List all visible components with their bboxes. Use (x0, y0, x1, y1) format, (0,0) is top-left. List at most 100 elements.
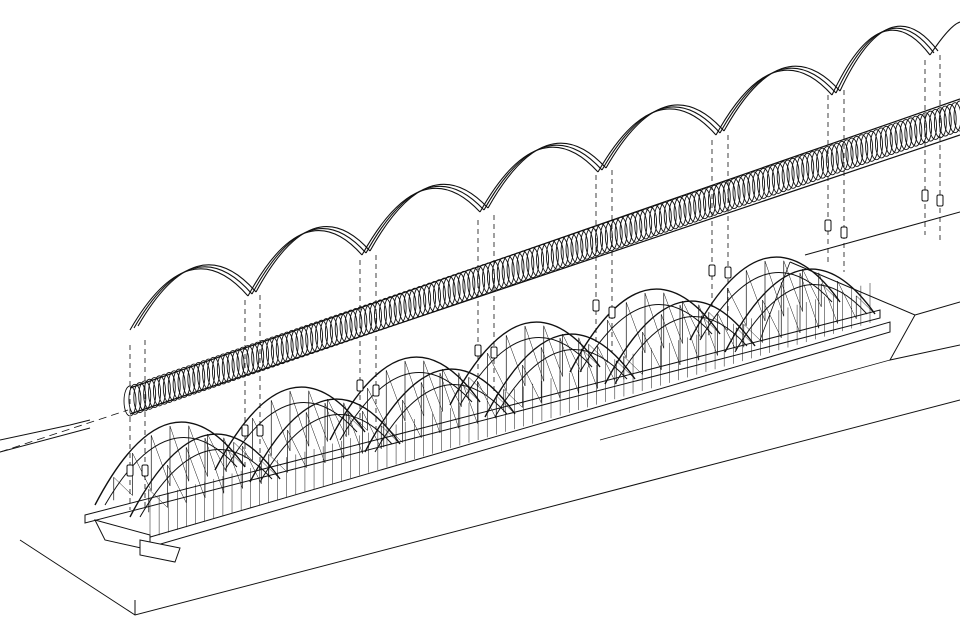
ground-edge-front (19, 399, 960, 616)
pipe-coil-ring (840, 139, 854, 171)
truss-diagonal (802, 268, 822, 307)
pipe-coil-ring (938, 105, 952, 137)
pipe-coil-ring (300, 324, 314, 356)
pipe-coil-ring (501, 255, 515, 287)
pipe-coil-ring (516, 250, 530, 282)
pipe-coil-ring (786, 157, 800, 189)
truss-diagonal (708, 312, 728, 331)
pipe-coil-ring (236, 346, 250, 378)
pipe-coil-ring (447, 274, 461, 306)
pipe-coil-ring (216, 353, 230, 385)
pipe-coil-ring (943, 103, 957, 135)
pipe-coil-ring (604, 220, 618, 252)
pipe-coil-ring (683, 193, 697, 225)
canopy-arch (133, 266, 253, 329)
pipe-coil-ring (143, 378, 157, 410)
pipe-coil-ring (531, 245, 545, 277)
truss-diagonal (783, 260, 803, 312)
pipe-coil-ring (319, 318, 333, 349)
pipe-coil-ring (580, 228, 594, 260)
truss-diagonal (781, 282, 801, 334)
canopy-arch (361, 187, 481, 256)
hanger-connector (592, 299, 600, 312)
truss-diagonal (327, 398, 347, 437)
truss-diagonal (799, 272, 819, 329)
truss-arch-lower (339, 372, 473, 441)
truss-arch-upper (724, 268, 876, 353)
truss-diagonal (644, 292, 664, 349)
truss-diagonal (186, 447, 206, 499)
truss-diagonal (496, 395, 516, 415)
hanger-connector (921, 189, 929, 202)
pipe-coil-ring (649, 205, 662, 237)
truss-diagonal (261, 460, 281, 480)
pipe-coil-ring (364, 302, 378, 334)
pipe-coil-ring (668, 198, 682, 230)
pipe-coil-ring (639, 208, 653, 240)
truss-arch-lower (699, 272, 833, 341)
hanger-connector (840, 226, 848, 239)
pipe-coil-ring (305, 323, 319, 355)
truss-diagonal (588, 344, 608, 363)
pipe-coil-ring (359, 304, 373, 336)
pipe-coil-ring (781, 159, 795, 191)
pipe-coil-ring (187, 363, 201, 395)
pipe-coil-ring (324, 316, 338, 348)
truss-diagonal (578, 337, 598, 389)
hanger-connector (824, 219, 832, 232)
pipe-coil-ring (437, 277, 451, 309)
pipe-coil-ring (275, 333, 289, 365)
canopy-arch (723, 65, 841, 132)
pipe-coil-ring (491, 259, 505, 290)
pipe-coil-ring (698, 188, 712, 220)
pipe-coil-ring (226, 350, 240, 382)
truss-diagonal (381, 425, 401, 445)
pipe-coil-ring (221, 351, 235, 383)
pipe-coil-ring (545, 240, 559, 272)
truss-diagonal (506, 335, 526, 387)
hanger-connector (141, 464, 149, 477)
pipe-coil-ring (467, 267, 481, 299)
truss-diagonal (287, 429, 307, 468)
truss-diagonal (607, 319, 627, 358)
truss-diagonal (233, 442, 253, 461)
pipe-coil-ring (486, 260, 500, 292)
truss-diagonal (477, 380, 497, 419)
pipe-coil-ring (511, 252, 525, 284)
pipe-coil-ring (879, 125, 893, 157)
pipe-coil-ring (398, 291, 412, 323)
pipe-coil-ring (403, 289, 417, 321)
truss-diagonal (421, 382, 441, 434)
pipe-coil-ring (629, 211, 643, 243)
pipe-coil-ring (624, 213, 638, 245)
pipe-coil-ring (796, 154, 810, 186)
truss-diagonal (367, 387, 387, 426)
hanger-connector (724, 266, 732, 279)
pipe-coil-ring (870, 129, 883, 161)
pipe-coil-ring (653, 203, 667, 235)
pipe-coil-ring (138, 380, 152, 412)
pipe-coil-ring (845, 137, 859, 169)
truss-diagonal (346, 413, 366, 433)
truss-diagonal (404, 360, 424, 417)
truss-diagonal (663, 292, 683, 344)
truss-arch-lower (614, 316, 748, 385)
pipe-coil-ring (457, 270, 471, 302)
pipe-coil-ring (133, 382, 147, 414)
pipe-coil-ring (575, 230, 589, 262)
canopy-arch (597, 108, 717, 173)
pipe-coil-ring (776, 161, 790, 193)
canopy-arch (137, 264, 257, 327)
truss-diagonal (837, 280, 857, 319)
pipe-coil-ring (599, 221, 613, 253)
truss-diagonal (642, 331, 662, 370)
pipe-coil-ring (315, 319, 328, 351)
pipe-coil-ring (177, 366, 191, 398)
truss-arch-lower (734, 284, 868, 353)
canopy-arch (605, 104, 725, 169)
truss-diagonal (271, 400, 291, 452)
canopy-arch (487, 142, 607, 209)
truss-diagonal (487, 352, 507, 391)
truss-diagonal (661, 314, 681, 366)
